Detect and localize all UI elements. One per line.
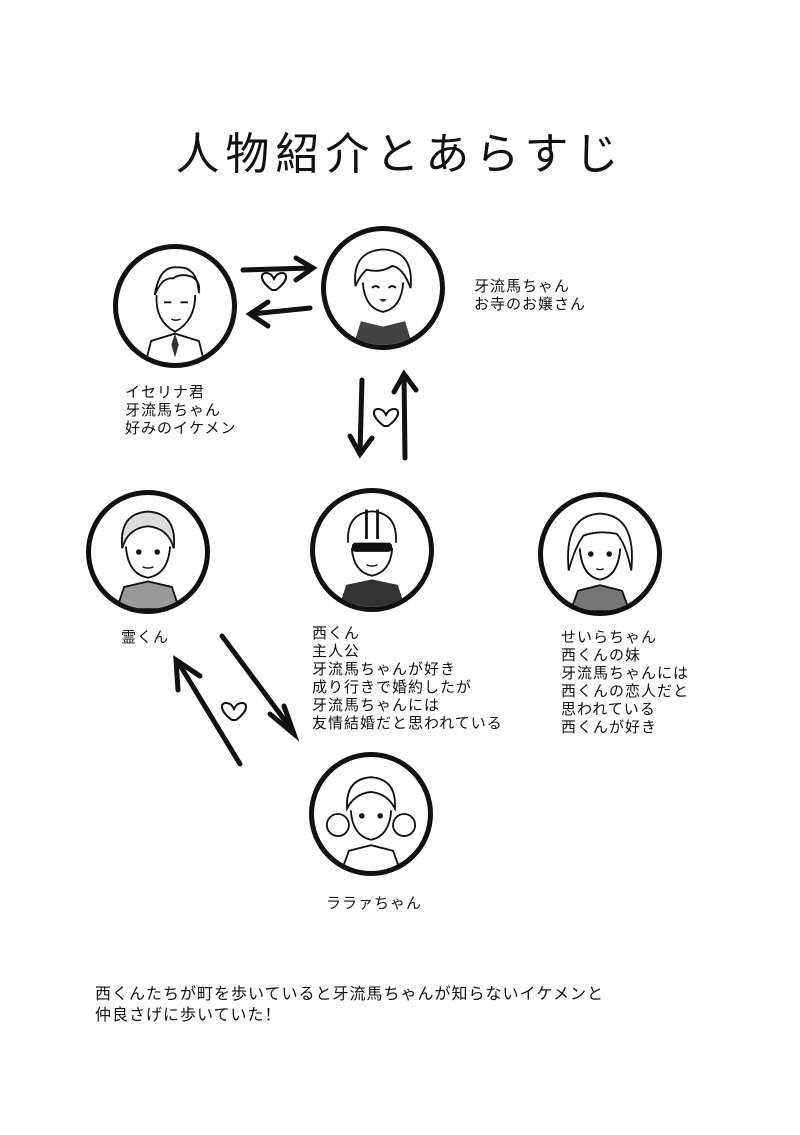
label-seira: せいらちゃん 西くんの妹 牙流馬ちゃんには 西くんの恋人だと 思われている 西く…: [561, 628, 690, 736]
label-garuma: 牙流馬ちゃん お寺のお嬢さん: [474, 277, 587, 313]
label-nishi: 西くん 主人公 牙流馬ちゃんが好き 成り行きで婚約したが 牙流馬ちゃんには 友情…: [312, 624, 503, 732]
heart-icon: [373, 408, 399, 427]
face-sketch-icon: [144, 266, 206, 363]
heart-icon: [261, 272, 287, 291]
page-title: 人物紹介とあらすじ: [175, 129, 625, 180]
portrait-nishi: [310, 488, 434, 612]
label-rara: ララァちゃん: [326, 894, 423, 912]
portrait-rara: [309, 752, 433, 876]
synopsis: 西くんたちが町を歩いていると牙流馬ちゃんが知らないイケメンと 仲良さげに歩いてい…: [95, 984, 605, 1024]
label-rei: 霊くん: [121, 628, 170, 646]
arrow-icon: [240, 255, 318, 283]
face-sketch-icon: [567, 512, 633, 611]
arrow-icon: [245, 299, 313, 329]
label-iserina: イセリナ君 牙流馬ちゃん 好みのイケメン: [125, 383, 237, 437]
portrait-iserina: [113, 244, 237, 368]
arrow-icon: [173, 655, 243, 767]
arrow-icon: [391, 369, 419, 461]
face-sketch-icon: [338, 509, 406, 607]
face-sketch-icon: [115, 510, 181, 609]
arrow-icon: [347, 377, 375, 459]
heart-icon: [221, 702, 247, 721]
face-sketch-icon: [325, 776, 417, 871]
portrait-garuma: [321, 226, 445, 350]
arrow-icon: [219, 633, 300, 742]
portrait-seira: [538, 492, 662, 616]
face-sketch-icon: [353, 248, 413, 345]
portrait-rei: [86, 490, 210, 614]
